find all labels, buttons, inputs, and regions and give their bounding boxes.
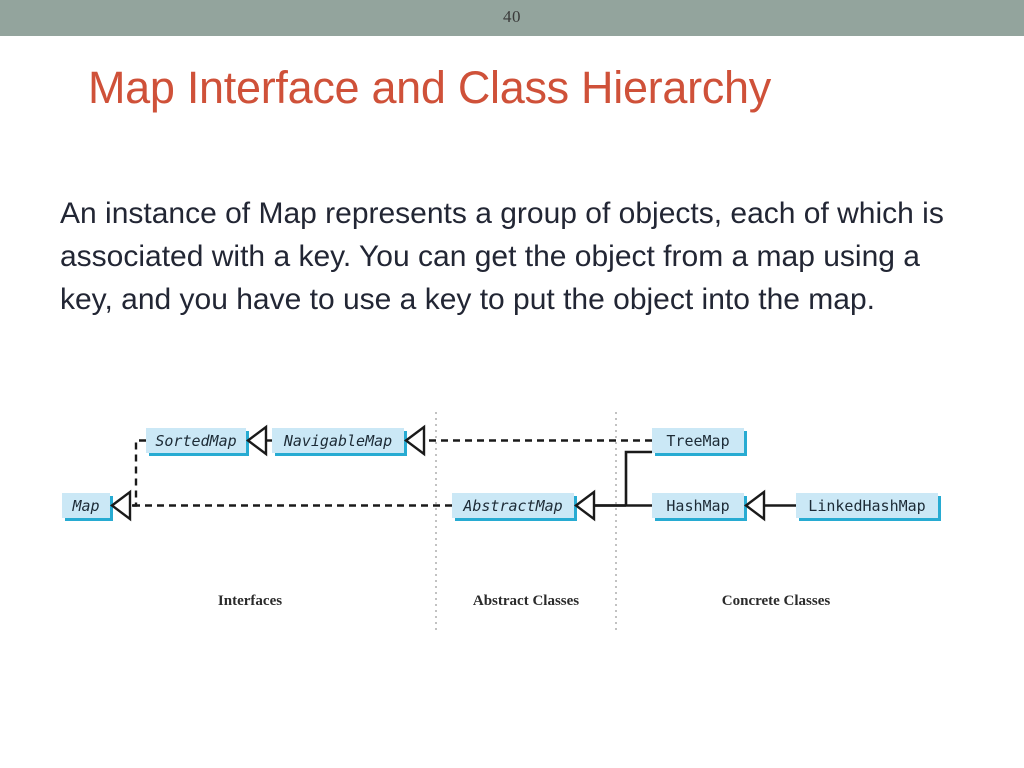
page-title: Map Interface and Class Hierarchy [88, 62, 771, 113]
uml-box-label-navigablemap: NavigableMap [283, 432, 392, 450]
tier-label-interfaces: Interfaces [218, 593, 282, 609]
class-hierarchy-diagram: SortedMap (arrowhead at SortedMap right … [40, 400, 984, 650]
uml-box-linkedhashmap[interactable]: LinkedHashMap [796, 493, 941, 521]
arrowhead-generalization-map [110, 489, 132, 522]
uml-box-abstractmap[interactable]: AbstractMap [452, 493, 577, 521]
tier-label-concrete-classes: Concrete Classes [722, 593, 831, 609]
arrowhead-generalization-hashmap [744, 489, 766, 522]
uml-box-map[interactable]: Map [62, 493, 113, 521]
uml-box-navigablemap[interactable]: NavigableMap [272, 428, 407, 456]
uml-box-label-sortedmap: SortedMap [155, 432, 236, 450]
uml-box-label-linkedhashmap: LinkedHashMap [808, 497, 925, 515]
arrowhead-generalization-sortedmap [246, 424, 268, 457]
page-number: 40 [503, 7, 521, 26]
uml-box-label-map: Map [71, 497, 99, 515]
connector-treemap-to-abstractmap [624, 450, 652, 506]
uml-box-treemap[interactable]: TreeMap [652, 428, 747, 456]
body-paragraph: An instance of Map represents a group of… [60, 197, 944, 316]
uml-box-sortedmap[interactable]: SortedMap [146, 428, 249, 456]
uml-box-hashmap[interactable]: HashMap [652, 493, 747, 521]
arrowhead-generalization-navigablemap [404, 424, 426, 457]
connector-sortedmap-to-map [126, 439, 146, 507]
uml-box-label-abstractmap: AbstractMap [462, 497, 562, 515]
uml-box-label-treemap: TreeMap [666, 432, 729, 450]
uml-box-label-hashmap: HashMap [666, 497, 729, 515]
arrowhead-generalization-abstractmap [574, 489, 596, 522]
tier-label-abstract-classes: Abstract Classes [473, 593, 579, 609]
slide-top-bar: 40 [0, 0, 1024, 36]
